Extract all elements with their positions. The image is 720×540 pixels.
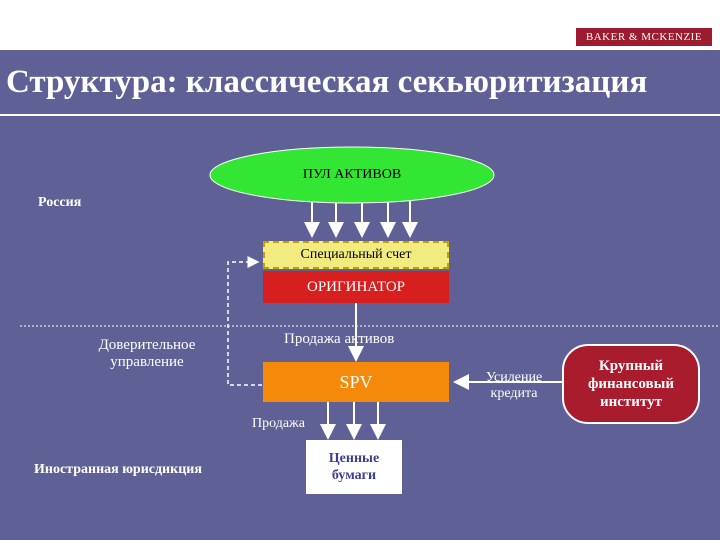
pool-to-account-arrows (304, 200, 418, 238)
financial-institution-node: Крупный финансовый институт (562, 344, 700, 424)
spv-node: SPV (263, 362, 449, 402)
spv-to-securities-arrows (320, 400, 386, 440)
securities-node: Ценные бумаги (306, 440, 402, 494)
region-russia-label: Россия (38, 195, 82, 210)
title-rule (0, 114, 720, 116)
trust-management-loop (227, 256, 262, 386)
credit-enhancement-label: Усиление кредита (485, 370, 543, 401)
sale-label: Продажа (252, 416, 305, 431)
special-account-node: Специальный счет (263, 241, 449, 269)
asset-pool-node (209, 146, 495, 204)
slide-title: Структура: классическая секьюритизация (6, 64, 648, 100)
originator-node: ОРИГИНАТОР (263, 271, 449, 303)
company-logo: BAKER & MCKENZIE (576, 28, 712, 46)
trust-management-label: Доверительное управление (98, 337, 196, 370)
asset-pool-label: ПУЛ АКТИВОВ (302, 167, 402, 182)
foreign-jurisdiction-label: Иностранная юрисдикция (34, 462, 202, 477)
title-band (0, 50, 720, 126)
header-bar: BAKER & MCKENZIE (0, 0, 720, 50)
asset-sale-label: Продажа активов (284, 331, 395, 347)
